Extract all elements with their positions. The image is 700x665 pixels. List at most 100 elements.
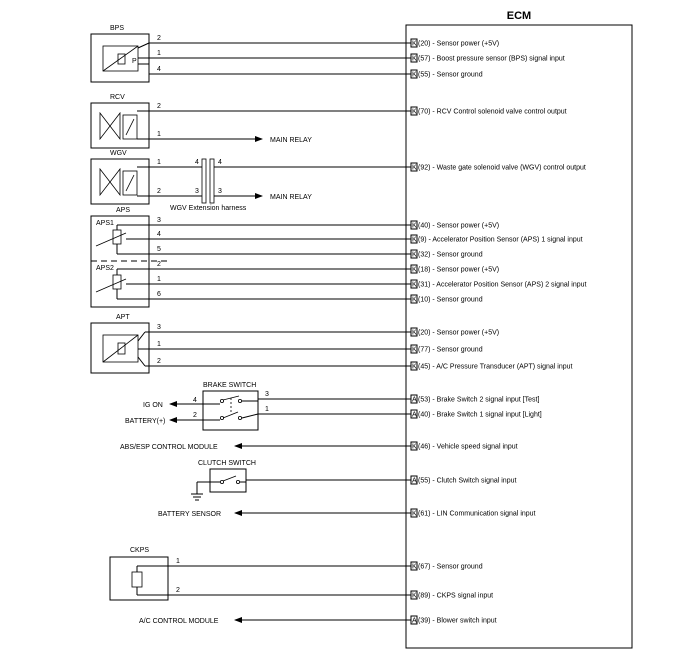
abs-label: ABS/ESP CONTROL MODULE [120, 444, 218, 451]
connector-letter: A [412, 397, 417, 404]
connector-letter: K [412, 511, 417, 518]
ecm-signal-row: K (20) - Sensor power (+5V) [410, 327, 499, 337]
connector-letter: K [412, 165, 417, 172]
pin-number: 4 [157, 231, 161, 238]
rcv-valve: RCV MAIN RELAY 2 1 [90, 94, 411, 149]
wgv-harness-label: WGV Extension harness [170, 205, 247, 212]
harness-connector [201, 158, 207, 204]
connector-letter: K [412, 252, 417, 259]
ac-control-module: A/C CONTROL MODULE [139, 617, 411, 625]
ecm-signal-row: K (67) - Sensor ground [410, 561, 483, 571]
brake-switch: BRAKE SWITCH IG ON BATTERY(+) 4 2 3 1 [125, 382, 411, 431]
connector-letter: K [412, 109, 417, 116]
connector-letter: K [412, 364, 417, 371]
ecm-signal-row: K (57) - Boost pressure sensor (BPS) sig… [410, 53, 565, 63]
signal-label: (92) - Waste gate solenoid valve (WGV) c… [418, 165, 586, 172]
signal-label: (53) - Brake Switch 2 signal input [Test… [418, 397, 539, 404]
signal-label: (61) - LIN Communication signal input [418, 511, 536, 518]
pin-number: 6 [157, 291, 161, 298]
connector-letter: K [412, 297, 417, 304]
pin-number: 3 [157, 324, 161, 331]
ecm-signal-row: K (46) - Vehicle speed signal input [410, 441, 518, 451]
aps-box [90, 215, 150, 308]
signal-label: (40) - Sensor power (+5V) [418, 223, 499, 230]
pin-number: 3 [265, 391, 269, 398]
ecm-signal-row: K (77) - Sensor ground [410, 344, 483, 354]
pin-number: 1 [157, 131, 161, 138]
aps1-label: APS1 [96, 220, 114, 227]
signal-label: (77) - Sensor ground [418, 347, 483, 354]
connector-letter: K [412, 564, 417, 571]
connector-letter: K [412, 330, 417, 337]
connector-letter: K [412, 347, 417, 354]
bps-sensor: BPS P 2 1 4 [90, 25, 411, 83]
connector-letter: K [412, 267, 417, 274]
pin-number: 4 [218, 159, 222, 166]
clutch-switch: CLUTCH SWITCH [191, 460, 411, 501]
ecm-signal-row: K (20) - Sensor power (+5V) [410, 38, 499, 48]
connector-letter: K [412, 444, 417, 451]
pin-number: 2 [157, 358, 161, 365]
connector-letter: A [412, 618, 417, 625]
signal-label: (45) - A/C Pressure Transducer (APT) sig… [418, 364, 573, 371]
connector-letter: K [412, 593, 417, 600]
ckps-label: CKPS [130, 547, 149, 554]
signal-label: (55) - Sensor ground [418, 72, 483, 79]
connector-letter: K [412, 282, 417, 289]
ig-on-label: IG ON [143, 402, 163, 409]
ecm-signal-row: K (31) - Accelerator Position Sensor (AP… [410, 279, 587, 289]
pin-number: 1 [176, 558, 180, 565]
ecm-box [405, 24, 633, 649]
pin-number: 4 [193, 397, 197, 404]
connector-letter: A [412, 412, 417, 419]
ecm-signal-row: A (39) - Blower switch input [410, 615, 497, 625]
aps-label: APS [116, 207, 130, 214]
signal-label: (70) - RCV Control solenoid valve contro… [418, 109, 567, 116]
ecm-signal-row: K (10) - Sensor ground [410, 294, 483, 304]
apt-sensor: APT 3 1 2 [90, 314, 411, 374]
connector-letter: K [412, 237, 417, 244]
connector-letter: K [412, 41, 417, 48]
pin-number: 2 [157, 103, 161, 110]
signal-label: (39) - Blower switch input [418, 618, 497, 625]
brake-switch-box [202, 390, 259, 431]
signal-label: (20) - Sensor power (+5V) [418, 330, 499, 337]
pin-number: 5 [157, 246, 161, 253]
aps-sensor: APS APS1 APS2 3 4 5 2 1 6 [90, 207, 411, 308]
pin-number: 1 [157, 341, 161, 348]
ecm-signal-list: K (20) - Sensor power (+5V) K (57) - Boo… [410, 38, 587, 625]
pin-number: 3 [195, 188, 199, 195]
apt-box [90, 322, 150, 374]
wgv-valve: WGV MAIN RELAY WGV Extension harness 1 2… [90, 150, 411, 212]
ecm-signal-row: K (45) - A/C Pressure Transducer (APT) s… [410, 361, 573, 371]
ecm-signal-row: K (55) - Sensor ground [410, 69, 483, 79]
pin-number: 1 [157, 50, 161, 57]
clutch-switch-box [209, 468, 247, 493]
aps2-label: APS2 [96, 265, 114, 272]
signal-label: (55) - Clutch Switch signal input [418, 478, 516, 485]
ecm-signal-row: K (9) - Accelerator Position Sensor (APS… [410, 234, 583, 244]
pin-number: 1 [157, 276, 161, 283]
wgv-relay-label: MAIN RELAY [270, 194, 312, 201]
rcv-relay-label: MAIN RELAY [270, 137, 312, 144]
signal-label: (10) - Sensor ground [418, 297, 483, 304]
ecm-signal-row: K (89) - CKPS signal input [410, 590, 493, 600]
pin-number: 1 [157, 159, 161, 166]
connector-letter: A [412, 478, 417, 485]
pin-number: 2 [176, 587, 180, 594]
abs-esp-module: ABS/ESP CONTROL MODULE [120, 443, 411, 451]
signal-label: (32) - Sensor ground [418, 252, 483, 259]
pin-number: 2 [157, 261, 161, 268]
pin-number: 4 [195, 159, 199, 166]
battery-sensor: BATTERY SENSOR [158, 510, 411, 518]
ecm-signal-row: K (61) - LIN Communication signal input [410, 508, 536, 518]
ecm-signal-row: K (32) - Sensor ground [410, 249, 483, 259]
connector-letter: K [412, 72, 417, 79]
bps-label: BPS [110, 25, 124, 32]
battery-label: BATTERY(+) [125, 418, 165, 425]
signal-label: (67) - Sensor ground [418, 564, 483, 571]
clutch-switch-label: CLUTCH SWITCH [198, 460, 256, 467]
pin-number: 4 [157, 66, 161, 73]
connector-letter: K [412, 223, 417, 230]
